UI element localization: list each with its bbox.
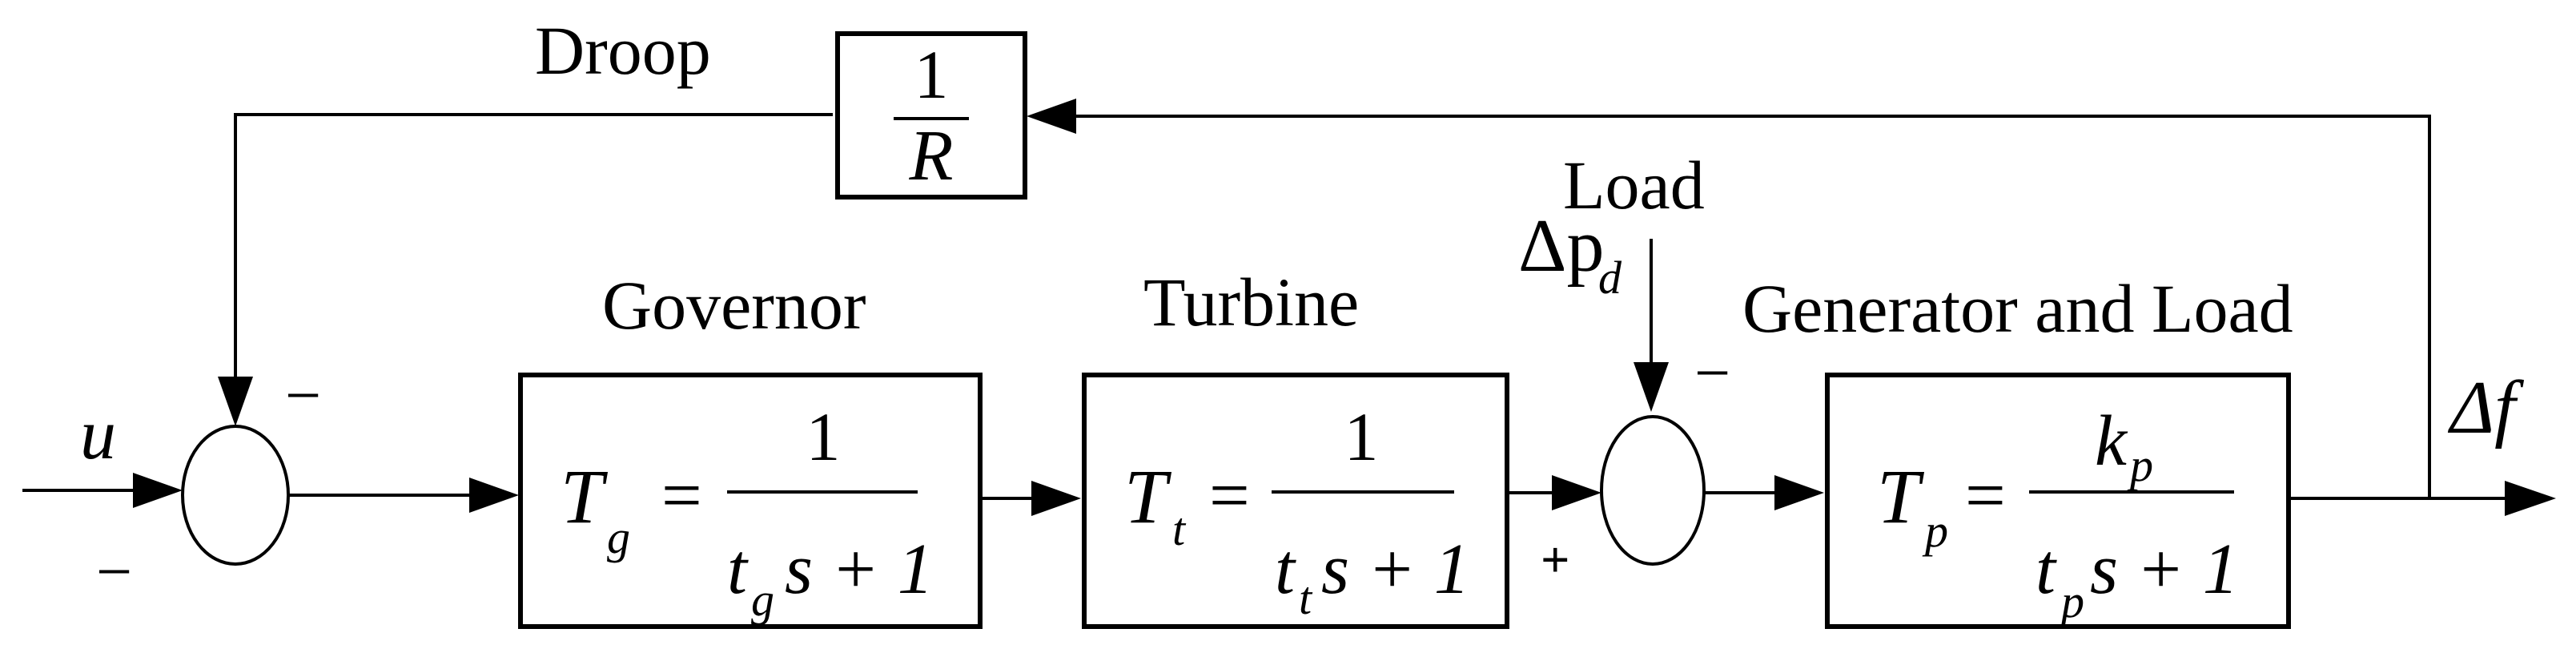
droop-numerator: 1 xyxy=(914,36,949,113)
generator-denominator-rest: s + 1 xyxy=(2090,530,2239,609)
droop-denominator: R xyxy=(909,116,954,196)
droop-output-line xyxy=(234,113,833,377)
turbine-denominator-sub: t xyxy=(1299,572,1313,624)
droop-input-arrow xyxy=(1027,99,1076,134)
generator-block xyxy=(1825,373,2291,629)
turbine-lhs: T xyxy=(1124,453,1172,539)
generator-denominator-sub: p xyxy=(2058,575,2084,627)
sum2-top-sign: − xyxy=(1694,338,1730,409)
governor-input-arrow xyxy=(469,478,519,513)
turbine-equals: = xyxy=(1209,456,1250,535)
droop-block xyxy=(835,31,1027,200)
governor-equals: = xyxy=(661,456,702,535)
sum1-bottom-sign: − xyxy=(96,537,132,607)
droop-label: Droop xyxy=(535,12,711,89)
sum2-input-arrow xyxy=(1552,475,1601,510)
generator-equals: = xyxy=(1965,456,2006,535)
turbine-block xyxy=(1082,373,1509,629)
generator-lhs: T xyxy=(1877,453,1925,539)
turbine-input-arrow xyxy=(1031,481,1081,516)
load-delta-p-sub: d xyxy=(1598,252,1622,304)
generator-denominator-t: t xyxy=(2035,530,2057,609)
governor-label: Governor xyxy=(602,267,866,344)
governor-denominator-sub: g xyxy=(751,574,774,626)
governor-lhs: T xyxy=(561,453,609,539)
turbine-label: Turbine xyxy=(1143,264,1359,341)
governor-denominator-t: t xyxy=(727,530,749,609)
generator-numerator-sub: p xyxy=(2127,439,2153,491)
governor-denominator-rest: s + 1 xyxy=(785,530,934,609)
summing-junction-2 xyxy=(1600,415,1706,566)
generator-load-label: Generator and Load xyxy=(1742,270,2293,347)
generator-numerator-k: k xyxy=(2095,401,2128,481)
output-arrow xyxy=(2505,481,2556,516)
turbine-denominator-t: t xyxy=(1275,530,1296,609)
governor-block xyxy=(518,373,983,629)
summing-junction-1 xyxy=(181,425,290,566)
sum1-top-sign: − xyxy=(285,361,321,431)
governor-numerator: 1 xyxy=(806,398,841,475)
load-label: Load xyxy=(1563,147,1705,224)
load-delta-p: Δp xyxy=(1518,204,1604,288)
input-u-label: u xyxy=(80,395,116,474)
feedback-line xyxy=(1073,115,2431,498)
turbine-lhs-sub: t xyxy=(1172,503,1187,555)
generator-lhs-sub: p xyxy=(1922,505,1948,557)
governor-lhs-sub: g xyxy=(607,511,630,563)
input-arrow xyxy=(133,473,183,508)
turbine-denominator-rest: s + 1 xyxy=(1321,530,1470,609)
generator-input-arrow xyxy=(1774,475,1824,510)
turbine-numerator: 1 xyxy=(1344,398,1379,475)
sum2-left-sign: + xyxy=(1541,531,1569,588)
sum1-feedback-arrow xyxy=(218,377,253,426)
output-delta-f-label: Δf xyxy=(2447,366,2524,449)
load-arrow xyxy=(1634,362,1669,412)
